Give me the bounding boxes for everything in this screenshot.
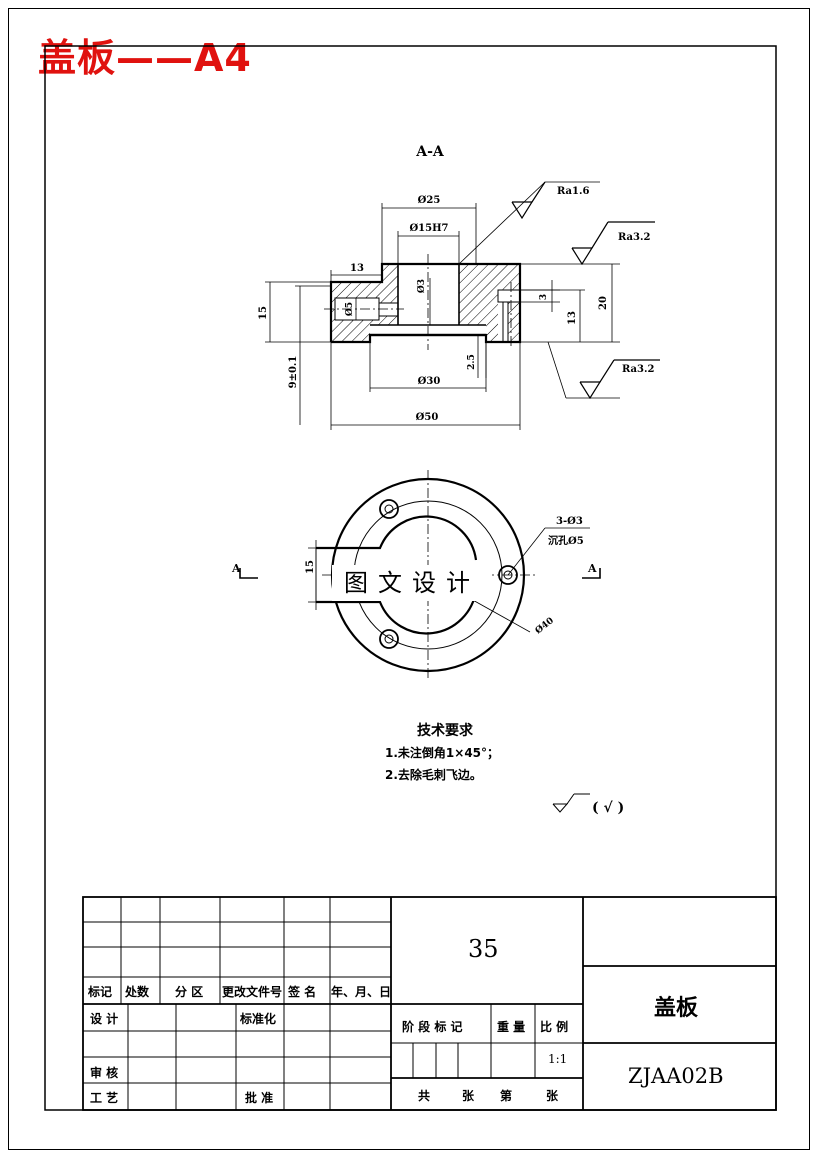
dim-d50: Ø50 [416,412,439,423]
dim-d40: Ø40 [533,615,556,636]
section-label: A-A [415,144,445,160]
row-approve: 批 准 [245,1091,274,1105]
ratio-label: 比 例 [540,1020,569,1034]
tech-requirements: 技术要求 1.未注倒角1×45°； 2.去除毛刺飞边。 [385,720,499,786]
stage-mark: 阶 段 标 记 [402,1020,463,1034]
header-sign: 签 名 [288,985,317,999]
part-name: 盖板 [654,996,699,1021]
dim-d30: Ø30 [418,376,441,387]
row-review: 审 核 [90,1066,119,1080]
dim-9: 9±0.1 [288,356,299,389]
dim-20: 20 [598,296,609,310]
dim-13: 13 [350,263,364,274]
scale: 1:1 [548,1052,568,1066]
material: 35 [468,935,499,963]
section-view [324,254,522,350]
sheets-label-2: 张 [546,1089,559,1103]
general-roughness-symbol [552,793,590,813]
sheets-label-1: 张 [462,1089,475,1103]
dim-3: 3 [539,294,549,300]
header-docno: 更改文件号 [222,985,283,999]
dim-d5-hole: Ø5 [344,302,355,316]
tech-requirements-heading: 技术要求 [417,723,473,739]
row-process: 工 艺 [90,1091,119,1105]
header-date: 年、月、日 [331,985,392,999]
tech-requirement-item-2: 2.去除毛刺飞边。 [385,768,482,782]
dim-13v: 13 [567,311,578,325]
dim-15: 15 [258,306,269,320]
sheet-title: 盖板——A4 [38,36,252,80]
header-mark: 标记 [88,985,113,999]
roughness-ra16: Ra1.6 [557,186,589,197]
section-mark-right: A [587,562,597,575]
dim-holes: 3-Ø3 [556,516,583,527]
dim-d25: Ø25 [418,195,441,206]
row-standard: 标准化 [240,1012,277,1026]
nth-label: 第 [500,1089,513,1103]
page-border [8,8,810,1150]
watermark: 图文设计 [332,565,492,601]
drawing-number: ZJAA02B [628,1064,724,1088]
total-label: 共 [418,1089,431,1103]
dim-d3-hole: Ø3 [416,279,427,293]
section-dimension-lines [265,181,620,430]
dim-d15h7: Ø15H7 [409,223,448,234]
row-design: 设 计 [90,1012,119,1026]
roughness-ra32-upper: Ra3.2 [618,232,650,243]
header-count: 处数 [125,985,150,999]
dim-plan-15: 15 [305,560,316,574]
dim-2-5: 2.5 [467,354,477,370]
tech-requirement-item-1: 1.未注倒角1×45°； [385,746,500,760]
header-zone: 分 区 [175,985,204,999]
roughness-symbols [511,181,660,400]
section-mark-left: A [231,562,241,575]
roughness-ra32-lower: Ra3.2 [622,364,654,375]
weight-label: 重 量 [497,1020,526,1034]
general-roughness: ( √ ) [592,800,624,816]
dim-counterbore: 沉孔Ø5 [548,534,584,547]
title-block-grid [82,896,777,1111]
